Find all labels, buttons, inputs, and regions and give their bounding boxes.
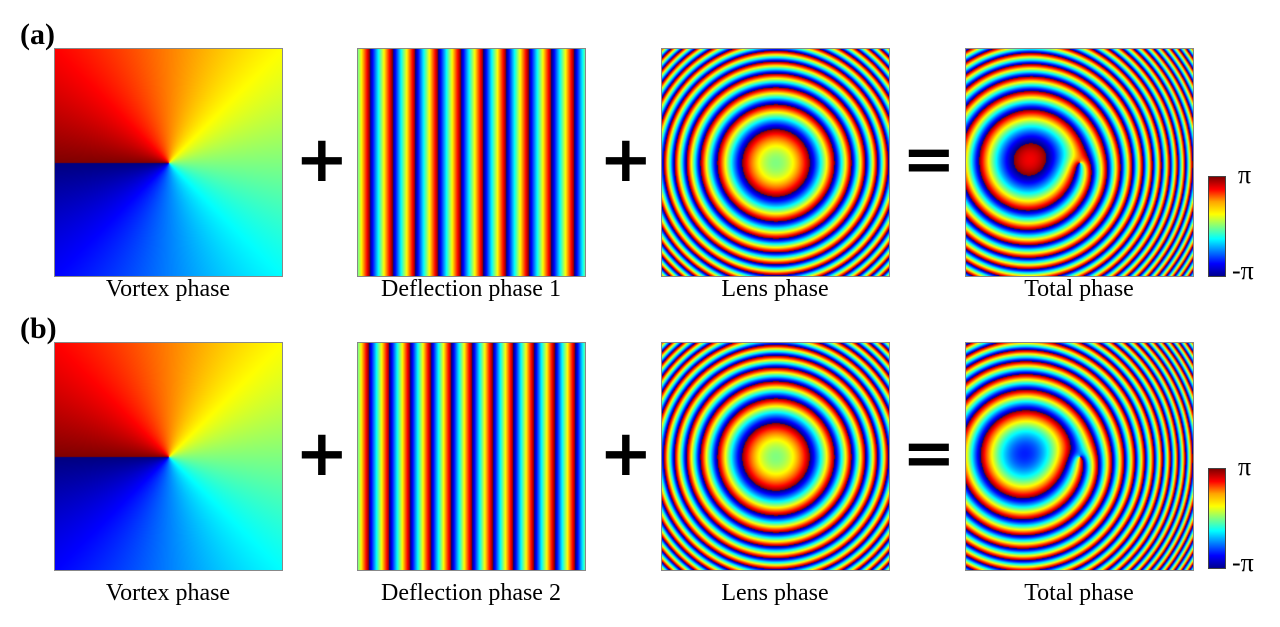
colorbar-min-label-a: -π <box>1232 256 1254 285</box>
total-phase-panel-a <box>965 48 1194 277</box>
caption-lens-b: Lens phase <box>721 580 829 606</box>
row-label-b: (b) <box>20 312 57 345</box>
equals-operator-a: = <box>902 123 956 197</box>
plus-operator-1a: + <box>295 123 349 197</box>
colorbar-b <box>1208 468 1226 569</box>
equals-operator-b: = <box>902 417 956 491</box>
colorbar-a <box>1208 176 1226 277</box>
total-phase-image-a <box>966 49 1193 276</box>
caption-vortex-b: Vortex phase <box>105 580 231 606</box>
total-phase-image-b <box>966 343 1193 570</box>
colorbar-min-label-b: -π <box>1232 548 1254 577</box>
lens-phase-image-a <box>662 49 889 276</box>
vortex-phase-image-a <box>55 49 282 276</box>
deflection-phase-panel-a <box>357 48 586 277</box>
colorbar-max-label-b: π <box>1238 452 1252 481</box>
caption-lens-a: Lens phase <box>721 276 829 302</box>
deflection-phase-image-b <box>358 343 585 570</box>
caption-total-a: Total phase <box>1024 276 1134 302</box>
deflection-phase-image-a <box>358 49 585 276</box>
lens-phase-panel-b <box>661 342 890 571</box>
lens-phase-image-b <box>662 343 889 570</box>
vortex-phase-panel-a <box>54 48 283 277</box>
plus-operator-2b: + <box>599 417 653 491</box>
plus-operator-2a: + <box>599 123 653 197</box>
row-label-a: (a) <box>20 18 55 51</box>
caption-deflection-a: Deflection phase 1 <box>381 276 561 302</box>
caption-deflection-b: Deflection phase 2 <box>381 580 561 606</box>
vortex-phase-image-b <box>55 343 282 570</box>
caption-total-b: Total phase <box>1024 580 1134 606</box>
colorbar-max-label-a: π <box>1238 160 1252 189</box>
vortex-phase-panel-b <box>54 342 283 571</box>
deflection-phase-panel-b <box>357 342 586 571</box>
total-phase-panel-b <box>965 342 1194 571</box>
plus-operator-1b: + <box>295 417 349 491</box>
caption-vortex-a: Vortex phase <box>105 276 231 302</box>
lens-phase-panel-a <box>661 48 890 277</box>
